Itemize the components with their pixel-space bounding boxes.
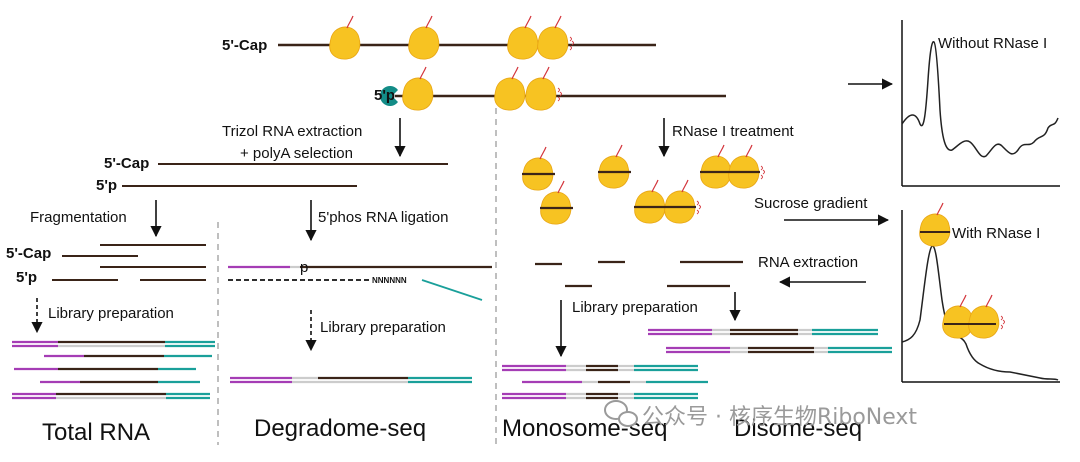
- title-degradome: Degradome-seq: [254, 415, 426, 442]
- monosome-library-reads: [502, 364, 708, 400]
- rt-primer-tail: [421, 279, 483, 301]
- cap-label-top: 5'-Cap: [222, 37, 267, 54]
- rnase-label: RNase I treatment: [672, 123, 795, 140]
- wechat-icon: [604, 400, 638, 427]
- watermark-text: 公众号 · 核序生物RiboNext: [642, 405, 917, 430]
- rna-fragments: [52, 244, 206, 281]
- polysome-profile-with-rnase: [901, 202, 1060, 383]
- fragmentation-label: Fragmentation: [30, 209, 127, 226]
- title-disome: Disome-seq: [734, 415, 862, 442]
- lib-prep-label-2: Library preparation: [320, 319, 446, 336]
- p-label-mid: 5'p: [96, 177, 117, 194]
- p-adapter-label: p: [300, 259, 308, 276]
- disome-library-reads: [648, 328, 892, 354]
- capped-mrna-with-ribosomes: [278, 15, 656, 60]
- ribosome-footprints: [535, 260, 743, 288]
- trizol-text-2: + polyA selection: [240, 145, 353, 162]
- p-label-left: 5'p: [16, 269, 37, 286]
- title-total-rna: Total RNA: [42, 419, 150, 446]
- lib-prep-label-1: Library preparation: [48, 305, 174, 322]
- title-monosome: Monosome-seq: [502, 415, 667, 442]
- degradome-library-read: [230, 376, 472, 384]
- total-rna-library-reads: [12, 340, 215, 400]
- p-label-top: 5'p: [374, 87, 395, 104]
- sucrose-label: Sucrose gradient: [754, 195, 868, 212]
- trizol-text-1: Trizol RNA extraction: [222, 123, 362, 140]
- phos-ligation-label: 5'phos RNA ligation: [318, 209, 448, 226]
- without-rnase-label: Without RNase I: [938, 35, 1047, 52]
- rna-extraction-label: RNA extraction: [758, 254, 858, 271]
- exonuclease-icon: [380, 86, 398, 107]
- cap-label-left: 5'-Cap: [6, 245, 51, 262]
- lib-prep-label-3: Library preparation: [572, 299, 698, 316]
- with-rnase-label: With RNase I: [952, 225, 1040, 242]
- decapped-mrna-with-exonuclease: [380, 66, 726, 111]
- ribosome-protected-fragments: [522, 144, 765, 225]
- polysome-profile-without-rnase: [901, 20, 1060, 187]
- cap-label-mid: 5'-Cap: [104, 155, 149, 172]
- nnnnnn-label: NNNNNN: [372, 276, 407, 285]
